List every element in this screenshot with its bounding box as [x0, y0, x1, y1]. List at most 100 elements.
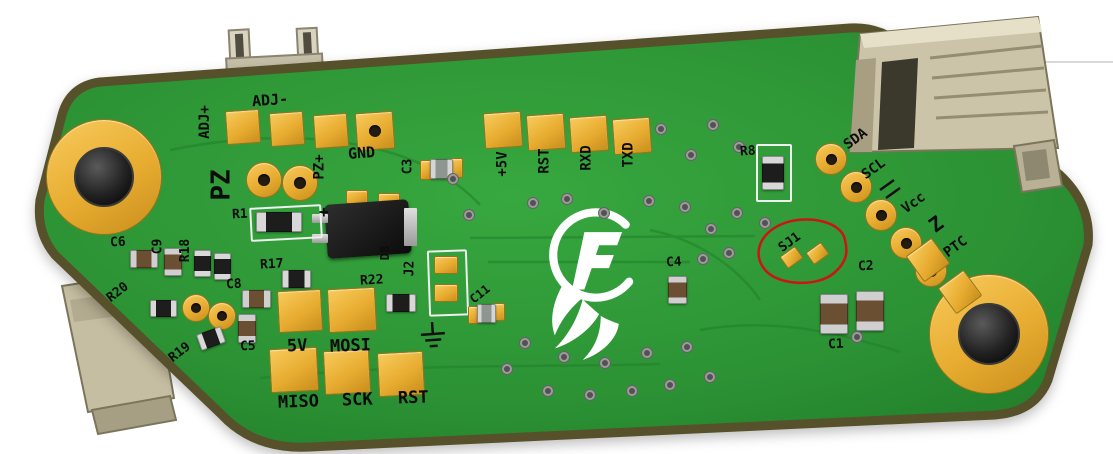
- silk-r20: R20: [103, 279, 132, 306]
- silk-adj-minus: ADJ-: [251, 89, 289, 111]
- via: [561, 193, 573, 205]
- silk-rst-top: RST: [536, 148, 553, 174]
- r8-resistor: [762, 156, 784, 190]
- c2-capacitor: [856, 291, 884, 331]
- silk-plus-mark: +: [319, 202, 329, 221]
- c11-capacitor: [477, 304, 496, 323]
- via: [463, 209, 475, 221]
- pad-5v: [482, 110, 524, 150]
- silk-pz: PZ: [206, 169, 237, 201]
- silk-adj-plus: ADJ+: [196, 105, 213, 139]
- pad-pz-plus: [312, 112, 350, 150]
- voltage-regulator: [324, 199, 412, 259]
- via: [679, 201, 691, 213]
- pad-hole-bl-1: [182, 294, 210, 322]
- via: [705, 223, 717, 235]
- regulator-pin-2: [312, 234, 328, 243]
- silk-r1: R1: [231, 206, 249, 223]
- silk-c2: C2: [857, 258, 875, 275]
- via: [598, 207, 610, 219]
- via: [641, 347, 653, 359]
- pad-symbol-icon: [879, 178, 901, 200]
- silk-c3: C3: [400, 158, 416, 175]
- silk-miso: MISO: [277, 391, 320, 413]
- via: [626, 385, 638, 397]
- r19-resistor: [195, 326, 227, 351]
- screw-right: [958, 303, 1020, 365]
- pad-hole-bl-2: [208, 302, 236, 330]
- top-right-connector: [848, 15, 1064, 194]
- gnd-symbol-icon: [420, 321, 445, 348]
- silk-rst-bottom: RST: [397, 387, 430, 409]
- via: [704, 371, 716, 383]
- pad-sda: [815, 143, 847, 175]
- silk-r22: R22: [359, 272, 384, 289]
- silk-gnd: GND: [347, 143, 376, 163]
- silk-sck: SCK: [341, 389, 374, 411]
- c8-capacitor: [242, 290, 271, 308]
- silk-r8: R8: [739, 143, 757, 160]
- via: [759, 217, 771, 229]
- silk-r19: R19: [165, 339, 194, 366]
- silk-c8: C8: [225, 276, 243, 293]
- c5-capacitor: [238, 314, 256, 343]
- r1-resistor: [256, 212, 302, 232]
- mount-pad-left: [46, 119, 162, 235]
- pad-j2-b: [434, 284, 458, 302]
- regulator-pin-1: [312, 214, 328, 223]
- silk-vcc: Vcc: [898, 189, 929, 217]
- pad-adj-1: [224, 108, 262, 146]
- c1-capacitor: [820, 294, 848, 334]
- via: [697, 253, 709, 265]
- c6-capacitor: [130, 250, 158, 268]
- silk-5v: 5V: [286, 335, 308, 357]
- silk-c1: C1: [827, 336, 845, 353]
- pad-mosi: [326, 286, 378, 334]
- silk-plus5v: +5V: [494, 151, 511, 177]
- via: [542, 385, 554, 397]
- silk-c5: C5: [239, 338, 257, 355]
- silk-z: Z: [924, 210, 948, 238]
- pad-scl: [840, 171, 872, 203]
- via: [681, 341, 693, 353]
- screw-left: [74, 147, 134, 207]
- pad-sj1-b: [805, 241, 830, 266]
- via: [584, 389, 596, 401]
- r22-resistor: [386, 294, 416, 312]
- r17-resistor: [282, 270, 311, 288]
- via: [664, 379, 676, 391]
- via: [723, 247, 735, 259]
- via: [519, 337, 531, 349]
- flame-logo: [549, 208, 643, 360]
- pad-pz-hole-2: [282, 165, 318, 201]
- via: [731, 207, 743, 219]
- silk-c4: C4: [665, 254, 683, 271]
- via: [851, 331, 863, 343]
- via: [558, 351, 570, 363]
- r18-resistor-b: [214, 253, 231, 280]
- pad-5v-isp: [276, 288, 324, 334]
- regulator-tab: [404, 208, 417, 246]
- via: [643, 195, 655, 207]
- silk-r17: R17: [259, 256, 284, 273]
- pad-j2-a: [434, 256, 458, 274]
- c3-capacitor: [430, 159, 453, 179]
- via: [599, 357, 611, 369]
- silk-r18: R18: [178, 238, 194, 263]
- silk-txd: TXD: [620, 142, 637, 168]
- silk-c6: C6: [109, 234, 127, 251]
- r20-resistor: [150, 300, 177, 317]
- silk-d8: D8: [378, 245, 393, 261]
- c4-capacitor: [668, 276, 687, 304]
- silk-pz-plus: PZ+: [311, 154, 328, 180]
- silk-j2: J2: [402, 260, 418, 277]
- via: [685, 149, 697, 161]
- via: [447, 173, 459, 185]
- pad-mid: [865, 199, 897, 231]
- silk-mosi: MOSI: [329, 335, 372, 357]
- silk-c9: C9: [150, 238, 166, 255]
- pad-rst: [525, 112, 567, 152]
- silk-rxd: RXD: [578, 145, 595, 171]
